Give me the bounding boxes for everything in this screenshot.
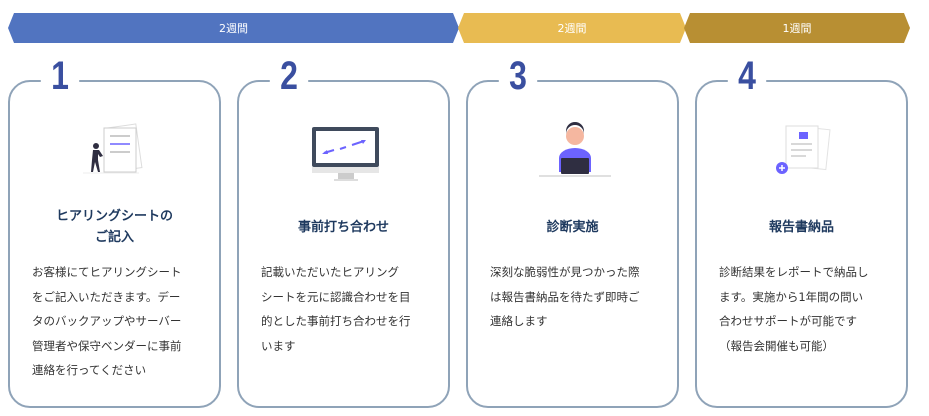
step-number: 2 (269, 54, 309, 98)
monitor-arrows-icon (312, 127, 379, 181)
timeline-phase-1: 2週間 (8, 13, 459, 43)
step-number: 4 (727, 54, 767, 98)
step-number: 1 (40, 54, 80, 98)
step-card-3: 3 診断実施 深刻な脆弱性が見つかった際 は報告書納品を待たず即時ご 連絡します (466, 54, 679, 408)
step-title: 事前打ち合わせ (297, 219, 389, 235)
step-title: ヒアリングシートの ご記入 (55, 209, 173, 245)
step-description: 深刻な脆弱性が見つかった際 は報告書納品を待たず即時ご 連絡します (490, 265, 640, 328)
step-number: 3 (498, 54, 538, 98)
step-description: 診断結果をレポートで納品し ます。実施から1年間の問い 合わせサポートが可能です… (719, 265, 869, 353)
document-person-icon (83, 123, 143, 174)
step-card-1: 1 ヒアリングシートの ご記入 お客様にてヒアリングシート をご記入いただきます… (8, 54, 221, 408)
person-laptop-icon (539, 122, 611, 177)
step-card-4: 4 報告書納品 診断結果をレポートで納品し ます。実施から1年間の問い 合わせサ… (695, 54, 908, 408)
step-description: お客様にてヒアリングシート をご記入いただきます。デー タのバックアップやサーバ… (32, 265, 182, 377)
timeline-phase-2: 2週間 (458, 13, 686, 43)
timeline-phase-3: 1週間 (684, 13, 910, 43)
step-title: 診断実施 (546, 219, 599, 235)
report-add-icon (776, 125, 831, 174)
step-title: 報告書納品 (768, 219, 834, 235)
step-card-2: 2 事前打ち合わせ 記載いただいたヒアリング シートを元に認識合わせを目 的とし… (237, 54, 450, 408)
step-description: 記載いただいたヒアリング シートを元に認識合わせを目 的とした事前打ち合わせを行… (261, 265, 411, 353)
